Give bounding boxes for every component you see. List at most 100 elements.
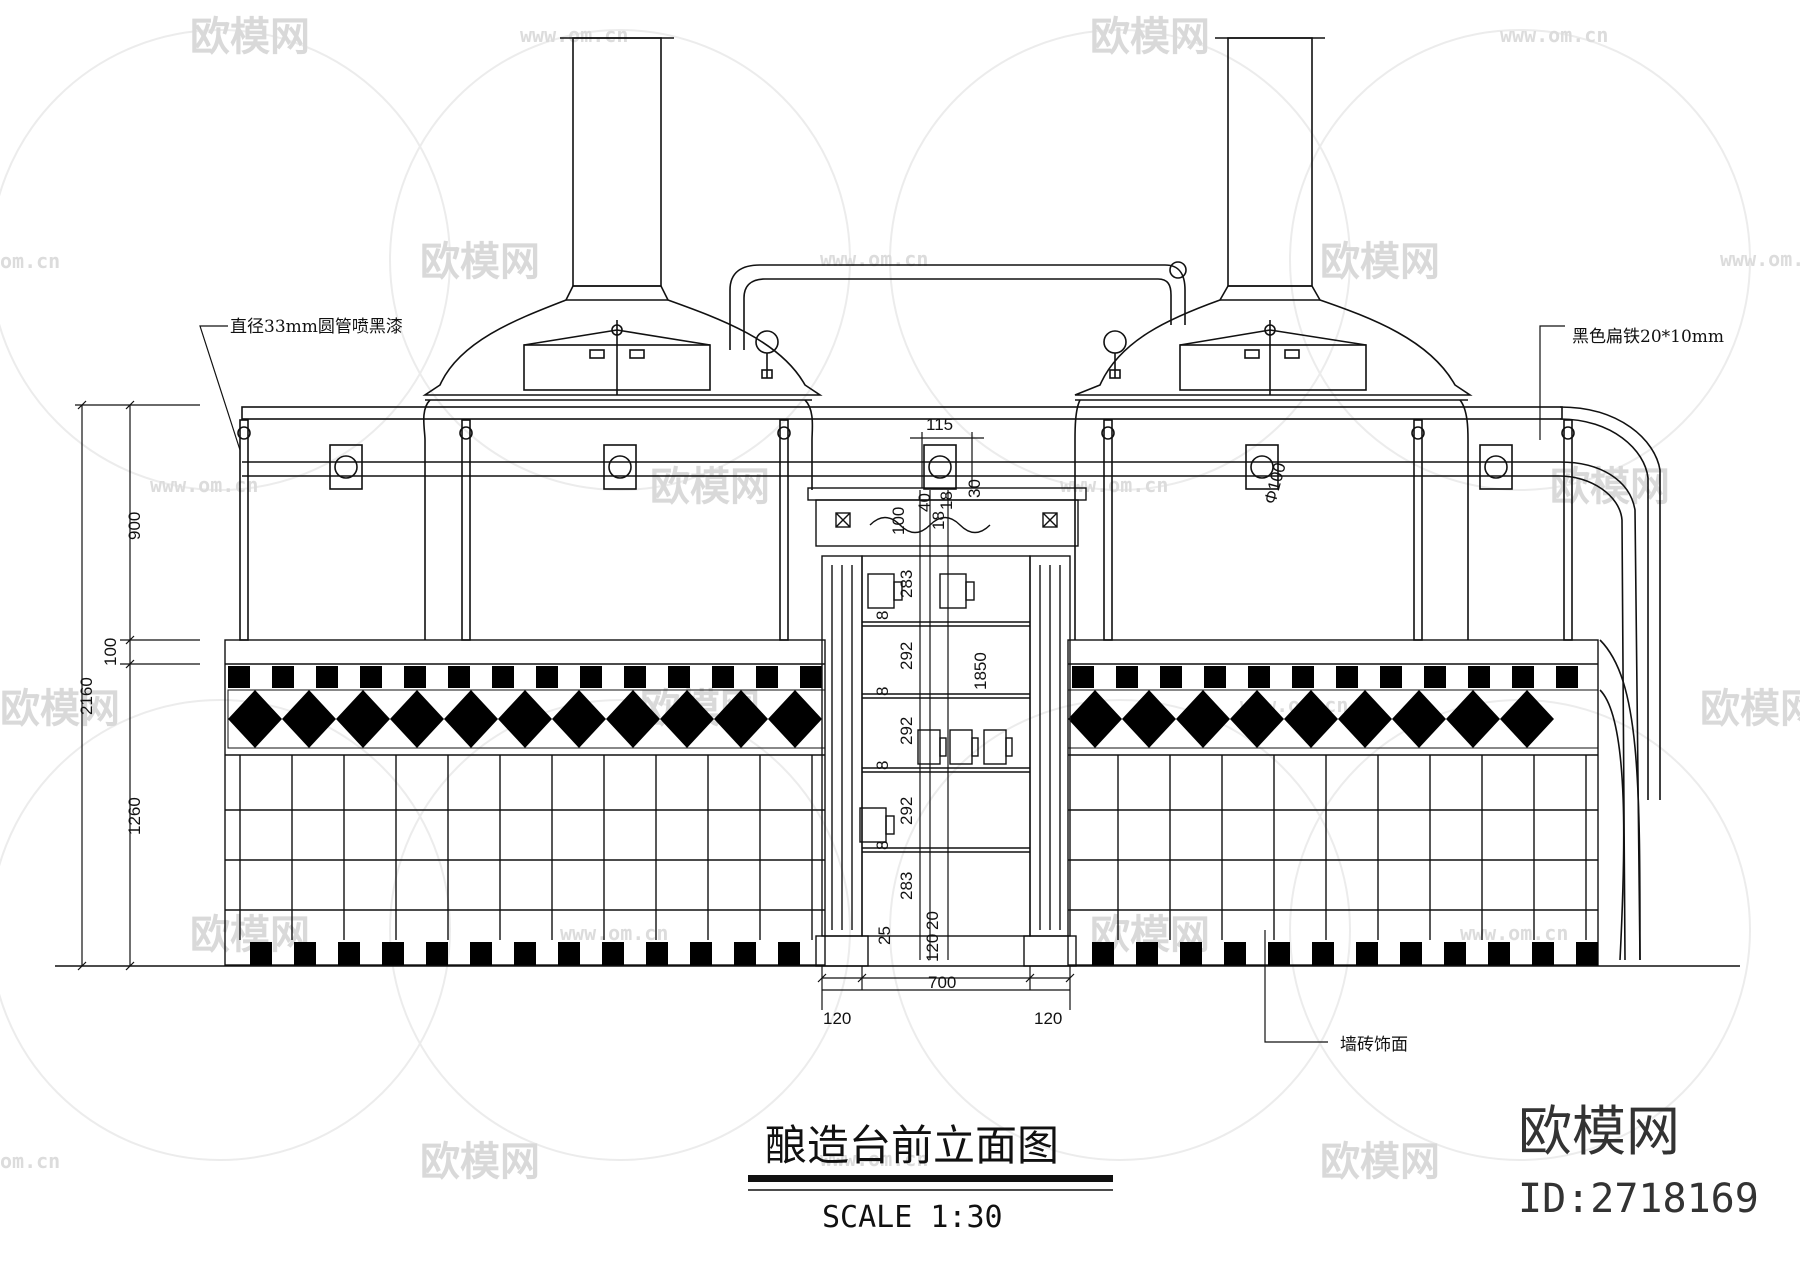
diameter-label: Φ100 — [1261, 461, 1290, 506]
watermark-layer: 欧模网 www.om.cn 欧模网 www.om.cn om.cn 欧模网 ww… — [0, 14, 1800, 1185]
checker-tile — [426, 942, 448, 966]
watermark-url: www.om.cn — [1460, 921, 1568, 945]
checker-tile — [1072, 666, 1094, 688]
dim-700: 700 — [928, 973, 956, 992]
dim-100-top: 100 — [889, 507, 908, 535]
diamond-band-left — [227, 689, 826, 749]
diamond-tile — [336, 690, 390, 748]
dim-120v: 120 — [923, 934, 942, 962]
watermark-url: www.om.cn — [1720, 247, 1800, 271]
dim-20: 20 — [923, 911, 942, 930]
watermark-url: www.om.cn — [1060, 473, 1168, 497]
checker-band-bottom-right — [1092, 942, 1598, 966]
dimension-texts: 900 100 2160 1260 115 100 40 18 18 30 28… — [77, 415, 1062, 1028]
diamond-tile — [1122, 690, 1176, 748]
porthole-lights — [329, 444, 1513, 490]
checker-tile — [470, 942, 492, 966]
checker-tile — [536, 666, 558, 688]
brand-logo: 欧模网 ID:2718169 — [1518, 1100, 1759, 1222]
checker-tile — [294, 942, 316, 966]
dimension-lines — [75, 400, 1075, 1010]
watermark-brand: 欧模网 — [420, 239, 540, 285]
iron-note: 黑色扁铁20*10mm — [1572, 327, 1724, 347]
checker-tile — [668, 666, 690, 688]
watermark-url: om.cn — [0, 249, 60, 273]
diamond-tile — [390, 690, 444, 748]
checker-tile — [1160, 666, 1182, 688]
diamond-tile — [1284, 690, 1338, 748]
dim-1850: 1850 — [971, 652, 990, 690]
connecting-pipe — [729, 264, 1186, 350]
dim-283b: 283 — [897, 872, 916, 900]
dim-283a: 283 — [897, 570, 916, 598]
diamond-tile — [1068, 690, 1122, 748]
dim-292a: 292 — [897, 642, 916, 670]
checker-tile — [1092, 942, 1114, 966]
dim-120-right: 120 — [1034, 1009, 1062, 1028]
checker-tile — [316, 666, 338, 688]
dim-8a: 8 — [873, 611, 892, 620]
watermark-url: www.om.cn — [520, 23, 628, 47]
railing — [237, 406, 1661, 961]
checker-tile — [1136, 942, 1158, 966]
dim-8d: 8 — [873, 841, 892, 850]
checker-tile — [734, 942, 756, 966]
mug-rack — [859, 573, 1013, 843]
watermark-circles — [0, 29, 1751, 1161]
dim-8b: 8 — [873, 687, 892, 696]
checker-tile — [1424, 666, 1446, 688]
watermark-url: www.om.cn — [820, 247, 928, 271]
checker-tile — [800, 666, 822, 688]
right-hood — [1074, 285, 1473, 396]
checker-tile — [1224, 942, 1246, 966]
logo-brand: 欧模网 — [1518, 1100, 1680, 1163]
checker-tile — [1468, 666, 1490, 688]
diamond-tile — [606, 690, 660, 748]
diamond-tile — [1500, 690, 1554, 748]
checker-tile — [1116, 666, 1138, 688]
dim-292b: 292 — [897, 717, 916, 745]
checker-tile — [360, 666, 382, 688]
checker-tile — [1576, 942, 1598, 966]
dim-1260: 1260 — [125, 797, 144, 835]
checker-tile — [1248, 666, 1270, 688]
watermark-url: www.om.cn — [820, 1147, 928, 1171]
watermark-brand: 欧模网 — [1090, 14, 1210, 60]
checker-band-top-left — [228, 666, 822, 688]
watermark-brand: 欧模网 — [1320, 239, 1440, 285]
dim-30: 30 — [965, 479, 984, 498]
watermark-brand: 欧模网 — [1550, 464, 1670, 510]
pipe-note: 直径33mm圆管喷黑漆 — [230, 317, 403, 337]
left-hood — [422, 285, 823, 396]
diamond-tile — [660, 690, 714, 748]
checker-tile — [404, 666, 426, 688]
checker-tile — [514, 942, 536, 966]
watermark-brand: 欧模网 — [1700, 686, 1800, 732]
dim-115: 115 — [926, 415, 953, 434]
leader-lines — [199, 325, 1565, 1043]
dim-900: 900 — [125, 512, 144, 540]
dim-292c: 292 — [897, 797, 916, 825]
checker-tile — [492, 666, 514, 688]
checker-tile — [1268, 942, 1290, 966]
diamond-tile — [498, 690, 552, 748]
watermark-brand: 欧模网 — [190, 14, 310, 60]
watermark-url: www.om.cn — [560, 921, 668, 945]
checker-tile — [1532, 942, 1554, 966]
dim-40: 40 — [915, 493, 934, 512]
checker-tile — [228, 666, 250, 688]
dim-25: 25 — [875, 926, 894, 945]
diamond-band-frame — [1067, 689, 1599, 749]
checker-tile — [646, 942, 668, 966]
left-kettle-body — [422, 399, 814, 640]
checker-tile — [1180, 942, 1202, 966]
title-underline — [748, 1175, 1113, 1182]
tile-grid-right — [1068, 754, 1598, 940]
checker-tile — [580, 666, 602, 688]
diamond-band-frame — [227, 689, 826, 749]
dim-18a: 18 — [929, 511, 948, 530]
checker-band-top-right — [1072, 666, 1578, 688]
diamond-tile — [1392, 690, 1446, 748]
diamond-tile — [1446, 690, 1500, 748]
